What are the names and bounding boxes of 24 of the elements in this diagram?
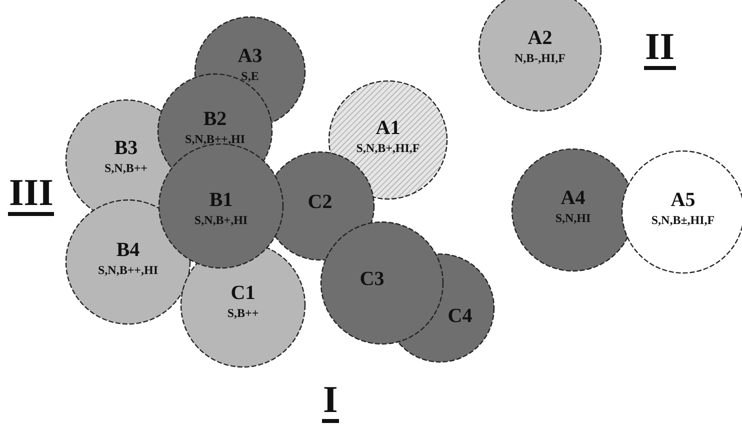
attribute-list: S,N,B+,HI,F: [328, 141, 448, 156]
circle-title: C1: [230, 282, 256, 304]
region-numeral: I: [322, 381, 339, 423]
circle-title: A1: [374, 117, 402, 139]
attribute-list: S,B++: [180, 306, 306, 321]
attribute-list: N,B-,HI,F: [478, 51, 602, 66]
circle-title: B2: [202, 108, 228, 130]
circle-title: B4: [115, 239, 141, 261]
attribute-list: S,N,B++: [65, 161, 187, 176]
attribute-list: S,E: [194, 69, 306, 84]
circle-title: C3: [358, 268, 386, 290]
circle-title: A5: [670, 189, 696, 211]
circle-title: C2: [306, 191, 334, 213]
region-numeral: II: [644, 28, 676, 70]
circle-title: A4: [560, 187, 586, 209]
circle-title: B3: [113, 137, 139, 159]
attribute-list: S,N,B+,HI: [158, 213, 284, 228]
circle-title: A3: [236, 45, 264, 67]
circle-title: B1: [208, 189, 234, 211]
circle-title: C4: [446, 305, 474, 327]
circle-title: A2: [526, 27, 554, 49]
attribute-list: S,N,B++,HI: [65, 263, 191, 278]
attribute-list: S,N,B++,HI: [157, 132, 273, 147]
region-numeral: III: [8, 174, 54, 216]
